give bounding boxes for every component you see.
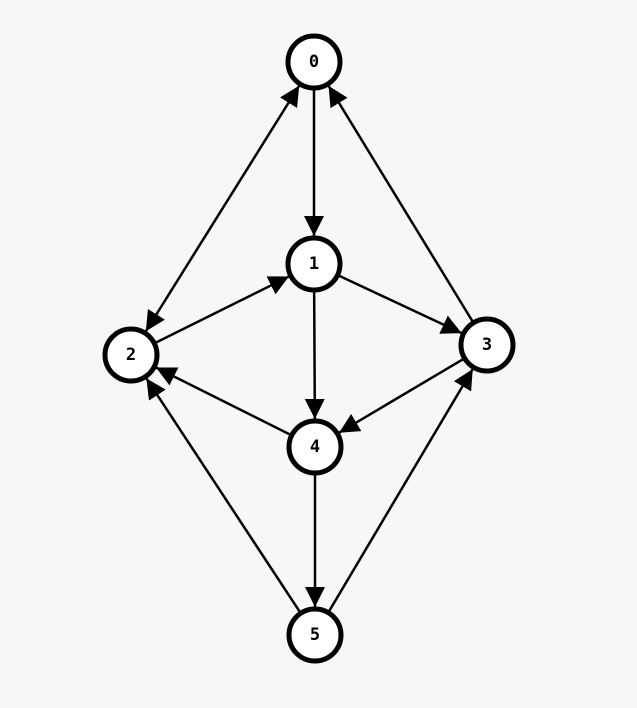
node-label-5: 5 [310,625,320,645]
node-0: 0 [285,33,343,91]
edge-5-to-3 [328,368,474,612]
node-circle-5 [286,606,344,664]
edge-1-to-3 [338,274,463,335]
edge-2-to-1 [155,275,290,344]
node-label-0: 0 [309,52,319,72]
node-circle-4 [286,418,344,476]
node-circle-3 [458,316,516,374]
edge-1-to-4 [304,291,325,420]
nodes-layer: 0 1 2 3 4 5 [102,33,516,664]
edge-0-to-2 [144,85,301,332]
node-2: 2 [102,326,160,384]
node-5: 5 [286,606,344,664]
node-3: 3 [458,316,516,374]
edges-layer [144,85,474,613]
node-4: 4 [286,418,344,476]
edge-5-to-2 [145,377,301,613]
node-circle-1 [285,235,343,293]
edge-3-to-0 [327,85,474,322]
node-label-1: 1 [309,254,319,274]
node-label-2: 2 [126,345,136,365]
node-circle-2 [102,326,160,384]
node-circle-0 [285,33,343,91]
node-label-3: 3 [482,335,492,355]
edge-3-to-4 [338,358,464,434]
edge-4-to-2 [155,366,291,436]
node-1: 1 [285,235,343,293]
node-label-4: 4 [310,437,320,457]
